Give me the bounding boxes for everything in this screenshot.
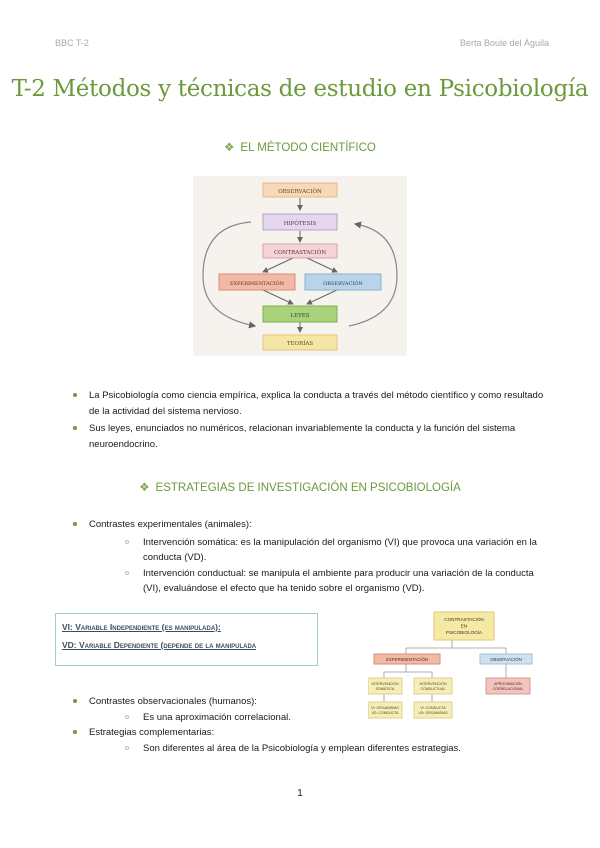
svg-text:VD: CONDUCTA: VD: CONDUCTA xyxy=(371,711,399,715)
box-vi-vd-1: VI: ORGANISMO VD: CONDUCTA xyxy=(368,701,403,719)
svg-text:LEYES: LEYES xyxy=(290,313,309,319)
scientific-method-diagram: OBSERVACIÓN HIPÓTESIS CONTRASTACIÓN EXPE… xyxy=(193,176,407,356)
section-heading-metodo: ❖EL MÉTODO CIENTÍFICO xyxy=(224,142,376,154)
svg-text:CONTRASTACIÓN: CONTRASTACIÓN xyxy=(444,616,483,622)
svg-text:VI: CONDUCTA: VI: CONDUCTA xyxy=(420,706,446,710)
box-hipotesis: HIPÓTESIS xyxy=(262,213,338,231)
page-title: T-2 Métodos y técnicas de estudio en Psi… xyxy=(11,76,589,102)
svg-text:TEORÍAS: TEORÍAS xyxy=(287,340,313,347)
vd-definition: VD: Variable Dependiente (depende de la … xyxy=(62,640,257,650)
box-aprox-correlacional: APROXIMACIÓN CORRELACIONAL xyxy=(485,677,531,695)
svg-text:APROXIMACIÓN: APROXIMACIÓN xyxy=(494,681,522,686)
diamond-bullet-icon: ❖ xyxy=(139,482,150,494)
box-experimentacion-2: EXPERIMENTACIÓN xyxy=(373,653,441,665)
svg-text:VI: ORGANISMO: VI: ORGANISMO xyxy=(371,706,399,710)
section-heading-estrategias: ❖ESTRATEGIAS DE INVESTIGACIÓN EN PSICOBI… xyxy=(139,482,461,494)
svg-text:EN: EN xyxy=(461,624,467,629)
svg-text:EXPERIMENTACIÓN: EXPERIMENTACIÓN xyxy=(230,279,285,287)
svg-text:SOMÁTICA: SOMÁTICA xyxy=(376,687,395,691)
method-bullets: La Psicobiología como ciencia empírica, … xyxy=(73,388,553,454)
contrastacion-diagram: CONTRASTACIÓN EN PSICOBIOLOGÍA EXPERIMEN… xyxy=(368,611,533,719)
box-contrastacion: CONTRASTACIÓN xyxy=(262,243,338,259)
svg-text:INTERVENCIÓN: INTERVENCIÓN xyxy=(371,681,398,686)
box-leyes: LEYES xyxy=(262,305,338,323)
box-teorias: TEORÍAS xyxy=(262,334,338,351)
svg-text:CORRELACIONAL: CORRELACIONAL xyxy=(493,687,524,691)
observational-list: Contrastes observacionales (humanos): Es… xyxy=(73,694,461,756)
list-item-complementary: Estrategias complementarias: Son diferen… xyxy=(73,725,461,756)
box-observacion: OBSERVACIÓN xyxy=(262,182,338,198)
box-vi-vd-2: VI: CONDUCTA VD: ORGANISMO xyxy=(413,701,453,719)
header-right: Berta Boule del Águila xyxy=(459,38,549,48)
experimental-list: Contrastes experimentales (animales): In… xyxy=(73,517,553,597)
svg-text:CONTRASTACIÓN: CONTRASTACIÓN xyxy=(274,248,326,256)
box-observacion-2: OBSERVACIÓN xyxy=(304,273,382,291)
list-item-experimental: Contrastes experimentales (animales): In… xyxy=(73,517,553,597)
svg-text:PSICOBIOLOGÍA: PSICOBIOLOGÍA xyxy=(446,629,483,635)
svg-text:VD: ORGANISMO: VD: ORGANISMO xyxy=(418,711,448,715)
svg-text:OBSERVACIÓN: OBSERVACIÓN xyxy=(278,187,322,195)
sub-list-item: Intervención conductual: se manipula el … xyxy=(125,566,553,597)
box-experimentacion: EXPERIMENTACIÓN xyxy=(218,273,296,291)
sub-list-item: Intervención somática: es la manipulació… xyxy=(125,535,553,566)
svg-text:INTERVENCIÓN: INTERVENCIÓN xyxy=(419,681,446,686)
list-item-observational: Contrastes observacionales (humanos): Es… xyxy=(73,694,373,725)
variables-box: VI: Variable Independiente (es manipulad… xyxy=(55,613,318,666)
svg-text:OBSERVACIÓN: OBSERVACIÓN xyxy=(323,279,363,287)
page-number: 1 xyxy=(297,788,303,799)
box-int-conductual: INTERVENCIÓN CONDUCTUAL xyxy=(413,677,453,695)
list-item: Sus leyes, enunciados no numéricos, rela… xyxy=(73,421,553,452)
svg-text:OBSERVACIÓN: OBSERVACIÓN xyxy=(490,657,522,662)
header-left: BBC T-2 xyxy=(55,38,89,48)
list-item: La Psicobiología como ciencia empírica, … xyxy=(73,388,553,419)
box-observacion-3: OBSERVACIÓN xyxy=(479,653,533,665)
box-int-somatica: INTERVENCIÓN SOMÁTICA xyxy=(368,677,403,695)
svg-text:HIPÓTESIS: HIPÓTESIS xyxy=(284,219,317,227)
sub-list-item: Son diferentes al área de la Psicobiolog… xyxy=(125,741,565,757)
svg-text:EXPERIMENTACIÓN: EXPERIMENTACIÓN xyxy=(386,657,428,662)
box-contrastacion-psicobiologia: CONTRASTACIÓN EN PSICOBIOLOGÍA xyxy=(433,611,495,641)
svg-text:CONDUCTUAL: CONDUCTUAL xyxy=(421,687,446,691)
diamond-bullet-icon: ❖ xyxy=(224,142,235,154)
sub-list-item: Es una aproximación correlacional. xyxy=(125,710,373,726)
vi-definition: VI: Variable Independiente (es manipulad… xyxy=(62,622,221,632)
